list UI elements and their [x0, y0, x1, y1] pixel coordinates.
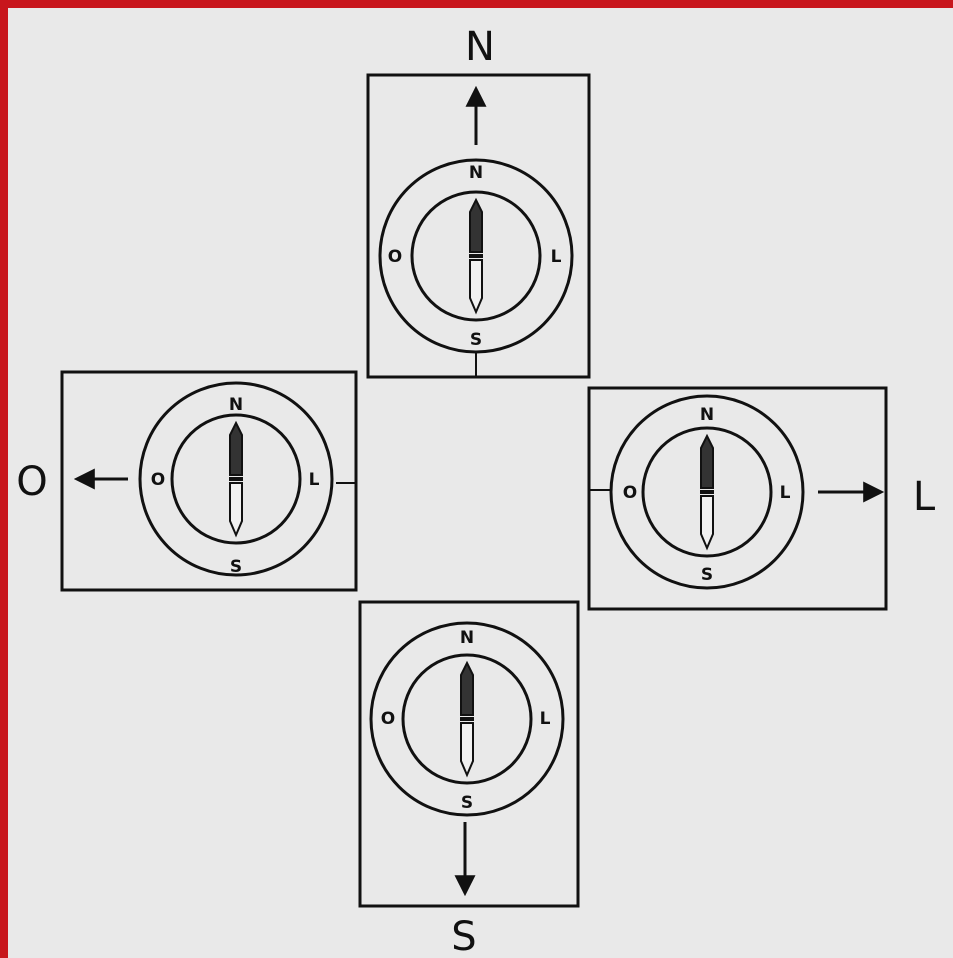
east-compass-o: O — [623, 483, 637, 503]
north-compass-n: N — [469, 163, 483, 183]
south-direction-label: S — [451, 914, 476, 958]
west-compass-o: O — [151, 470, 165, 490]
north-direction-label: N — [465, 24, 495, 70]
south-compass-icon — [371, 623, 563, 815]
south-compass-o: O — [381, 709, 395, 729]
east-compass-n: N — [700, 405, 714, 425]
south-compass-l: L — [540, 709, 551, 729]
south-compass-n: N — [460, 628, 474, 648]
west-compass-n: N — [229, 395, 243, 415]
north-compass-icon — [380, 160, 572, 352]
east-compass-l: L — [780, 483, 791, 503]
west-direction-label: O — [16, 459, 47, 505]
east-compass-s: S — [701, 565, 713, 585]
south-compass-s: S — [461, 793, 473, 813]
north-compass-s: S — [470, 330, 482, 350]
west-compass-s: S — [230, 557, 242, 577]
east-direction-label: L — [913, 474, 936, 520]
north-compass-o: O — [388, 247, 402, 267]
west-compass-l: L — [309, 470, 320, 490]
north-compass-l: L — [551, 247, 562, 267]
